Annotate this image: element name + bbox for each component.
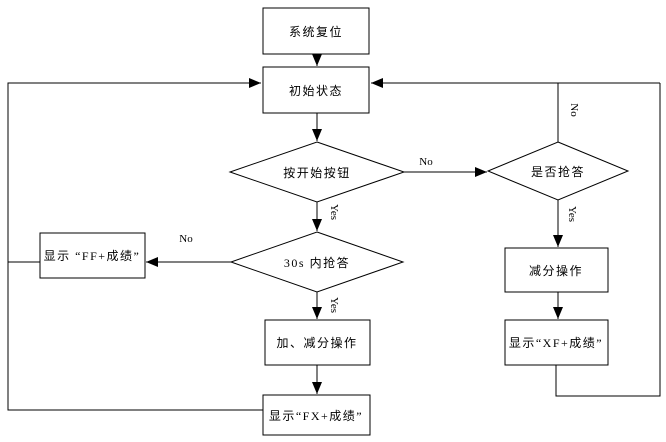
node-init-state-label: 初始状态 xyxy=(289,84,343,98)
node-whether-answer-diamond xyxy=(486,141,630,201)
node-display-fx-box xyxy=(262,394,371,436)
node-display-ff-label: 显示 “FF+成绩” xyxy=(44,249,141,263)
node-sys-reset-label: 系统复位 xyxy=(289,24,343,39)
edge-label-within30s-yes: Yes xyxy=(328,297,340,313)
node-display-ff-box xyxy=(39,232,146,279)
edge-labels: No Yes No Yes No Yes xyxy=(179,103,580,313)
node-display-xf-label: 显示“XF+成绩” xyxy=(509,336,603,350)
node-init-state-box xyxy=(262,66,370,114)
node-display-xf-box xyxy=(504,319,609,366)
node-sub-op-label: 减分操作 xyxy=(529,263,583,278)
node-press-start-label: 按开始按钮 xyxy=(283,165,351,180)
node-sys-reset-box xyxy=(262,7,370,55)
edges xyxy=(7,54,661,411)
node-sub-op-box xyxy=(504,247,609,293)
node-add-sub-op-label: 加、减分操作 xyxy=(276,335,357,350)
edge-left-return-to-initstate xyxy=(7,78,263,411)
edge-label-whetheranswer-yes: Yes xyxy=(566,206,578,222)
edge-label-within30s-no: No xyxy=(179,233,193,245)
node-within-30s-diamond xyxy=(229,231,405,293)
node-display-fx-label: 显示“FX+成绩” xyxy=(269,409,363,423)
node-add-sub-op-box xyxy=(264,319,371,366)
nodes xyxy=(39,7,630,436)
edge-label-whetheranswer-no: No xyxy=(568,103,580,117)
edge-label-pressstart-no: No xyxy=(419,156,433,168)
node-press-start-diamond xyxy=(228,141,406,203)
edge-label-pressstart-yes: Yes xyxy=(328,204,340,220)
edge-displayxf-feedback-loop xyxy=(555,83,661,397)
node-within-30s-label: 30s 内抢答 xyxy=(284,255,350,270)
node-whether-answer-label: 是否抢答 xyxy=(531,164,585,179)
node-labels: 系统复位 初始状态 按开始按钮 30s 内抢答 是否抢答 显示 “FF+成绩” … xyxy=(44,24,603,423)
